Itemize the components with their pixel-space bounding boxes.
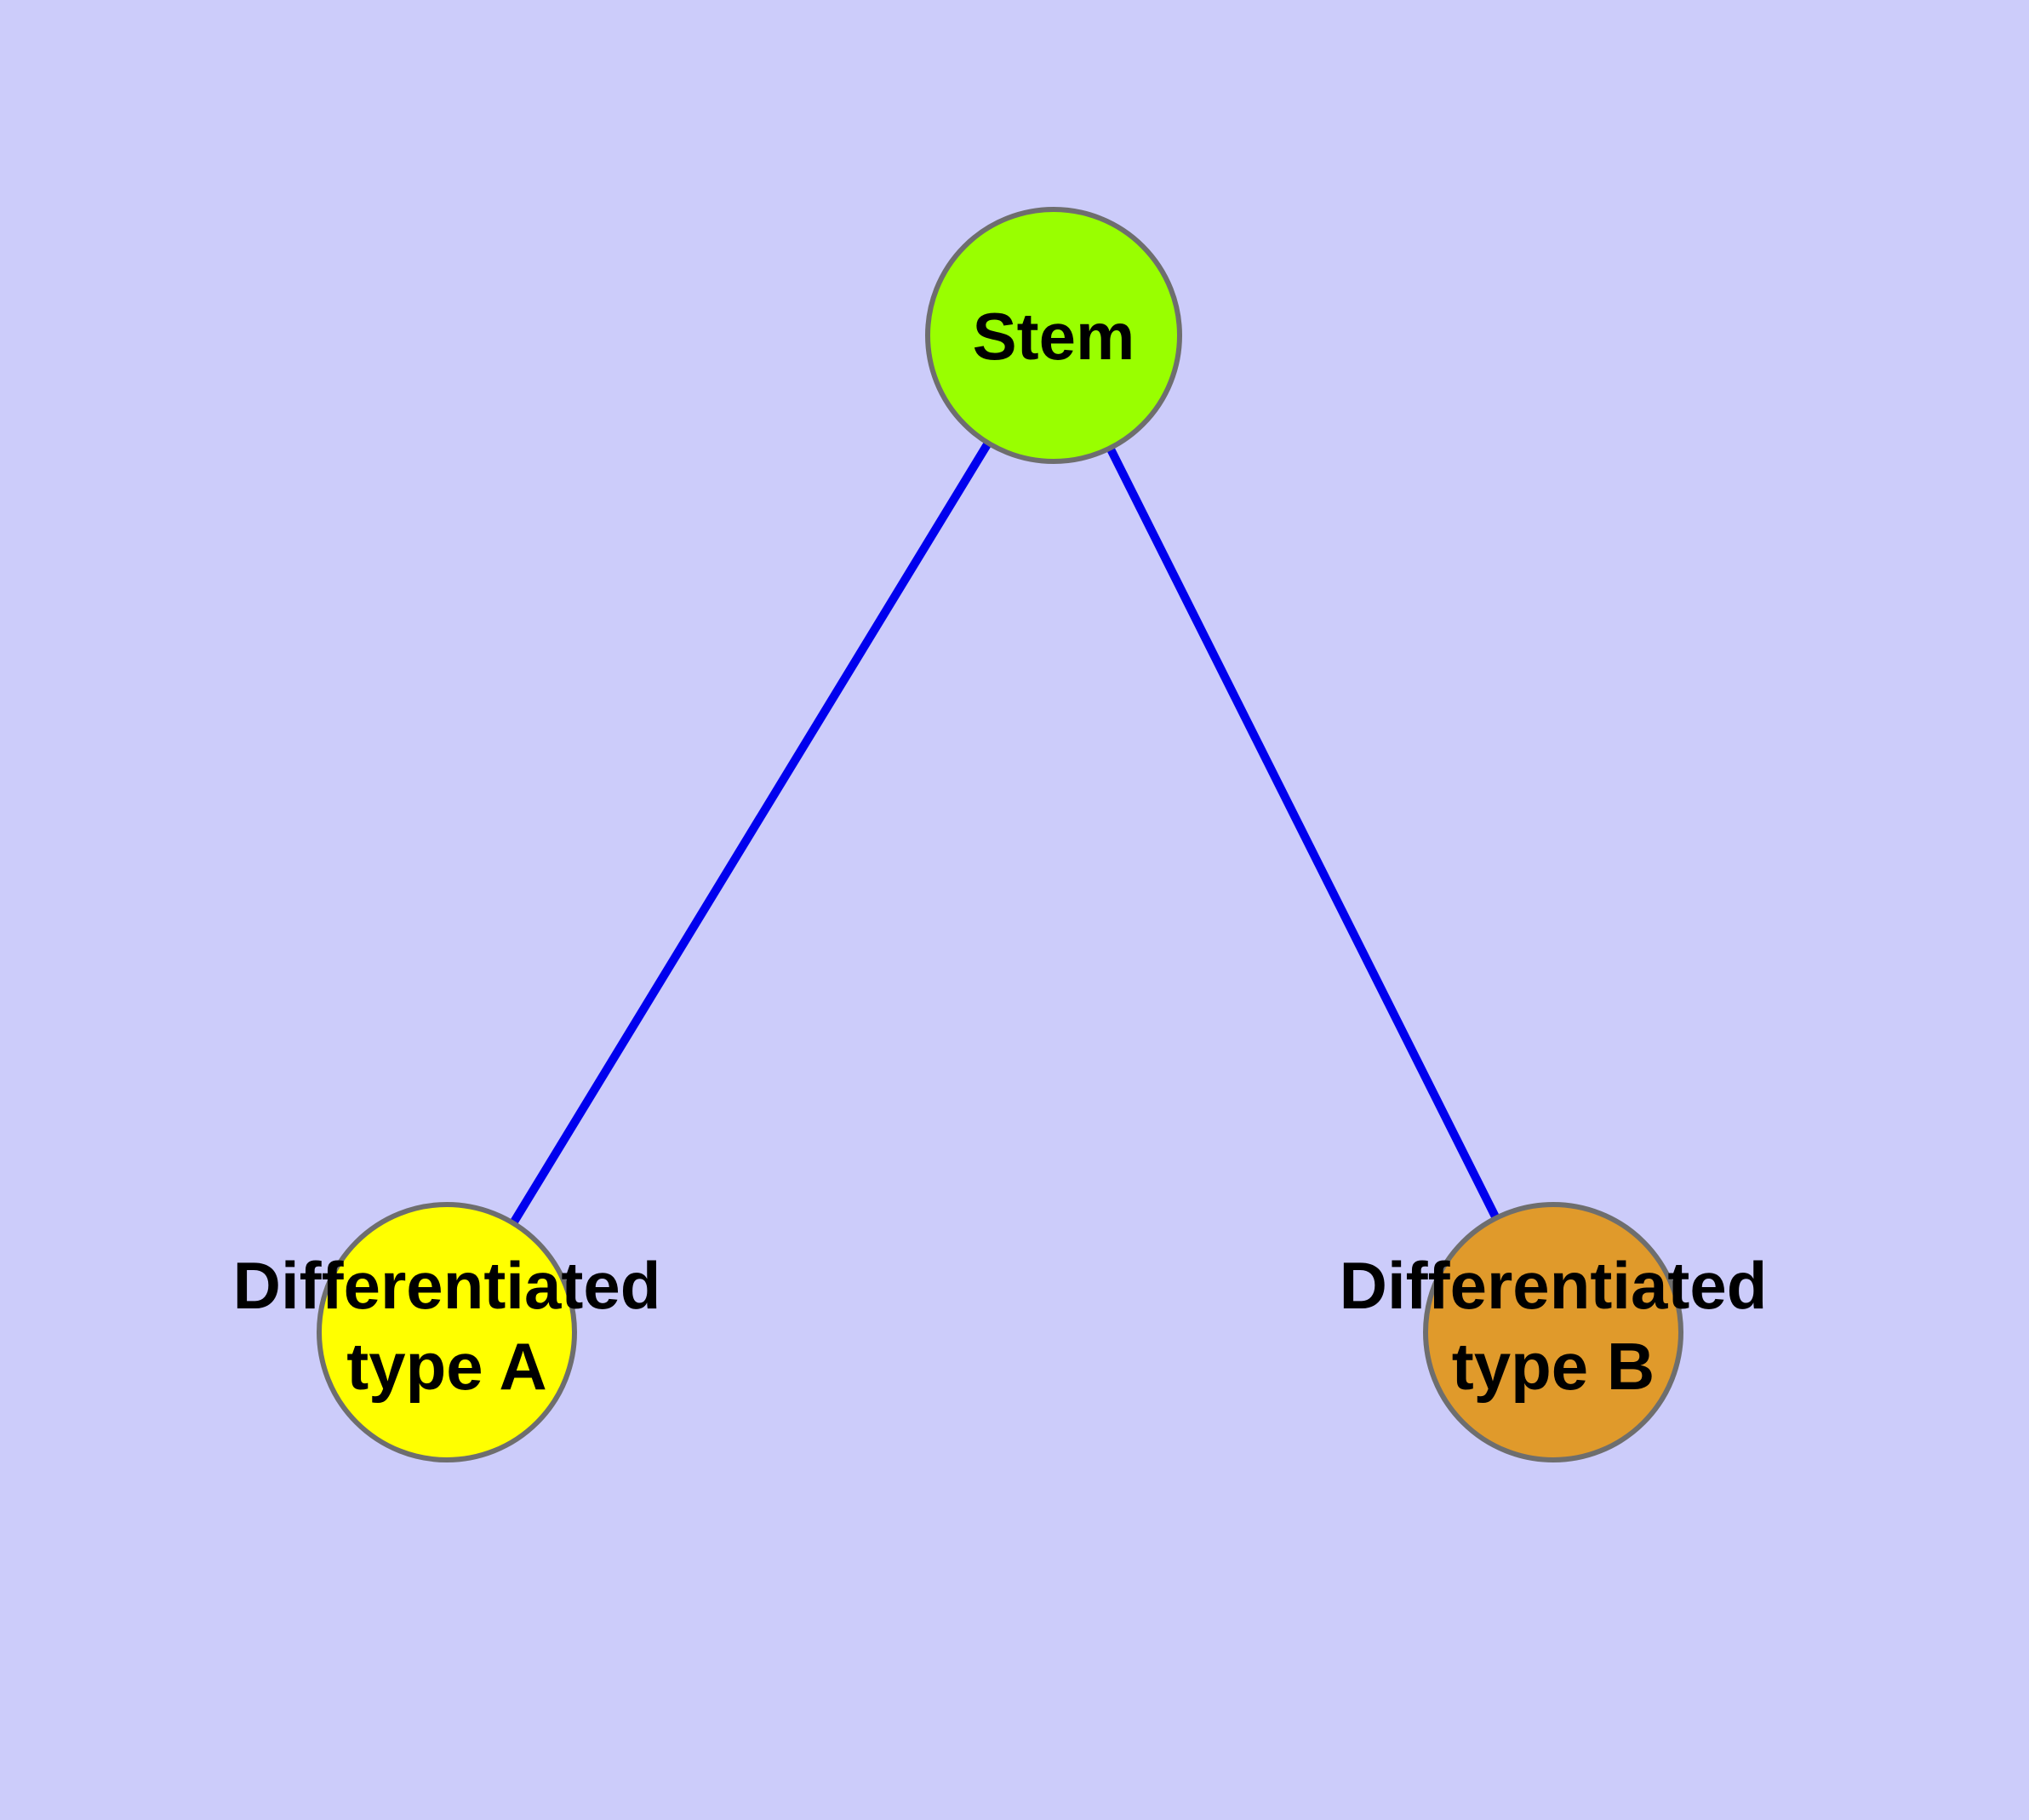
edge-stem-diff-b[interactable] (1049, 333, 1557, 1335)
node-diff-b-label-line-1: Differentiated (1340, 1248, 1768, 1323)
node-layer (317, 207, 1683, 1462)
node-diff-b[interactable] (1423, 1202, 1683, 1462)
node-stem[interactable] (925, 207, 1182, 464)
node-stem-label: Stem (973, 299, 1135, 374)
node-diff-b-label-line-2: type B (1452, 1329, 1655, 1404)
node-diff-a[interactable] (317, 1202, 577, 1462)
edge-layer (443, 333, 1557, 1335)
node-diff-a-circle[interactable] (317, 1202, 577, 1462)
node-diff-b-circle[interactable] (1423, 1202, 1683, 1462)
node-stem-circle[interactable] (925, 207, 1182, 464)
edge-stem-diff-a[interactable] (443, 333, 1058, 1335)
node-diff-a-label-line-1: Differentiated (233, 1248, 661, 1323)
label-layer: Stem Differentiated type A Differentiate… (233, 299, 1768, 1404)
node-diff-a-label-line-2: type A (346, 1329, 547, 1404)
